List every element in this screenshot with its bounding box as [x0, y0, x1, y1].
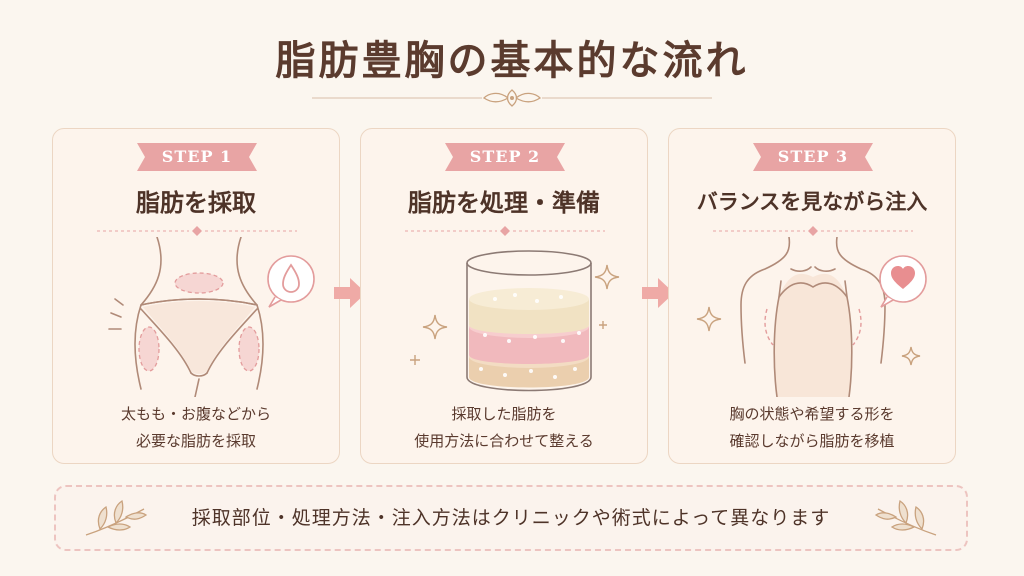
step-heading: バランスを見ながら注入	[696, 189, 928, 214]
step-heading: 脂肪を処理・準備	[408, 188, 600, 217]
step-label: STEP 2	[469, 147, 541, 166]
leaf-sprig-icon	[874, 499, 937, 536]
step-ribbon	[445, 143, 565, 171]
step-card-3: STEP 3 バランスを見ながら注入 胸の状態や希望する形を 確認しながら脂	[668, 128, 956, 464]
arrow-right-icon	[642, 278, 674, 308]
step-heading: 脂肪を採取	[136, 188, 256, 217]
fat-layers-jar-illustration	[410, 250, 620, 392]
divider	[97, 226, 297, 236]
step-ribbon	[137, 143, 257, 171]
sparkle-icon	[696, 306, 921, 366]
step-description: 太もも・お腹などから 必要な脂肪を採取	[120, 405, 271, 450]
leaf-sprig-icon	[85, 499, 148, 536]
step-description: 採取した脂肪を 使用方法に合わせて整える	[414, 405, 594, 450]
heart-icon	[879, 255, 927, 308]
droplet-icon	[267, 255, 315, 308]
divider	[713, 226, 913, 236]
page-title: 脂肪豊胸の基本的な流れ	[275, 37, 749, 84]
step-card-1: STEP 1 脂肪を採取 太もも・お腹などから 必要な脂肪を採取	[52, 128, 340, 464]
step-label: STEP 1	[161, 147, 233, 166]
step-description: 胸の状態や希望する形を 確認しながら脂肪を移植	[729, 405, 895, 450]
step-label: STEP 3	[777, 147, 849, 166]
torso-illustration	[696, 237, 927, 397]
step-ribbon	[753, 143, 873, 171]
arrow-right-icon	[334, 278, 366, 308]
divider	[405, 226, 605, 236]
step-card-2: STEP 2 脂肪を処理・準備 採取した脂肪を 使用方法に合わせて整える	[360, 128, 648, 464]
note-box: 採取部位・処理方法・注入方法はクリニックや術式によって異なります	[54, 485, 968, 551]
hip-illustration	[108, 237, 315, 397]
note-text: 採取部位・処理方法・注入方法はクリニックや術式によって異なります	[191, 507, 831, 529]
title-ornament	[312, 89, 712, 107]
sparkle-icon	[410, 264, 620, 365]
